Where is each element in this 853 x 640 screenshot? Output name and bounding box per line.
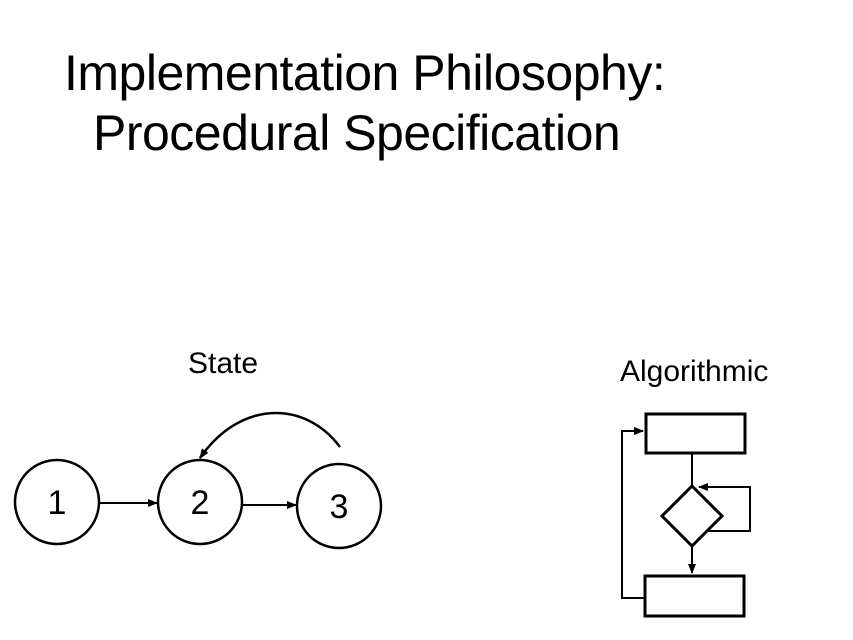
state-node-2-label: 2 [191,484,210,522]
state-node-1 [13,458,101,546]
state-diagram: State 1 2 3 [13,347,383,550]
transition-3-to-2 [198,411,342,459]
flowchart-decision-loop [698,483,751,532]
flowchart-decision-diamond [659,483,725,549]
flowchart-process-box-top [644,412,747,455]
slide-title-line-2: Procedural Specification [93,105,621,161]
state-node-3-label: 3 [330,488,349,526]
state-node-2 [156,458,244,546]
state-diagram-label: State [188,347,258,380]
state-node-1-label: 1 [48,484,67,522]
algorithmic-diagram: Algorithmic [620,355,768,618]
flowchart-outer-loop [621,427,645,599]
state-node-3 [295,462,383,550]
algorithmic-diagram-label: Algorithmic [620,355,768,388]
flowchart-process-box-bottom [643,574,746,618]
slide-title-line-1: Implementation Philosophy: [64,45,666,101]
